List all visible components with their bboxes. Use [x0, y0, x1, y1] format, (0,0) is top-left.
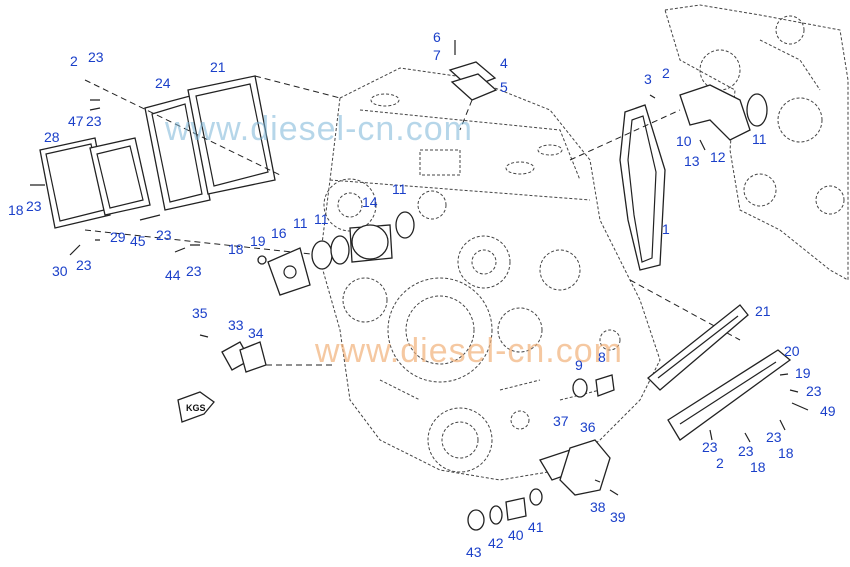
label-43: 43: [466, 544, 482, 560]
kgs-tag: KGS: [177, 391, 215, 423]
label-20: 20: [784, 343, 800, 359]
label-23: 23: [156, 227, 172, 243]
label-12: 12: [710, 149, 726, 165]
label-41: 41: [528, 519, 544, 535]
label-33: 33: [228, 317, 244, 333]
label-2: 2: [662, 65, 670, 81]
label-18: 18: [228, 241, 244, 257]
label-8: 8: [598, 349, 606, 365]
label-49: 49: [820, 403, 836, 419]
label-28: 28: [44, 129, 60, 145]
label-6: 6: [433, 29, 441, 45]
label-13: 13: [684, 153, 700, 169]
flange-16: [257, 247, 311, 296]
gasket-29: [89, 137, 151, 216]
label-23: 23: [702, 439, 718, 455]
fittings-40-43: [467, 488, 543, 531]
label-30: 30: [52, 263, 68, 279]
label-11: 11: [392, 181, 407, 197]
engine-side-section: [664, 4, 849, 281]
thermostat-housing-36: [539, 439, 619, 496]
label-21: 21: [755, 303, 771, 319]
label-38: 38: [590, 499, 606, 515]
cover-plate-24: [144, 95, 211, 211]
label-23: 23: [186, 263, 202, 279]
cover-33-34: [199, 334, 335, 373]
label-11: 11: [314, 211, 329, 227]
label-9: 9: [575, 357, 583, 373]
label-23: 23: [766, 429, 782, 445]
elbow-housing-10: [569, 84, 768, 161]
label-23: 23: [86, 113, 102, 129]
label-7: 7: [433, 47, 441, 63]
gasket-21-right: [647, 304, 749, 391]
plug-8-9: [572, 374, 615, 398]
label-2: 2: [70, 53, 78, 69]
kgs-tag-text: KGS: [186, 403, 206, 413]
label-45: 45: [130, 233, 146, 249]
label-3: 3: [644, 71, 652, 87]
top-cover-4-5: [448, 40, 498, 131]
label-42: 42: [488, 535, 504, 551]
label-23: 23: [26, 198, 42, 214]
label-19: 19: [795, 365, 811, 381]
label-18: 18: [750, 459, 766, 475]
label-35: 35: [192, 305, 208, 321]
gear-housing: [319, 67, 661, 481]
label-11: 11: [752, 131, 767, 147]
label-47: 47: [68, 113, 84, 129]
label-23: 23: [88, 49, 104, 65]
label-23: 23: [76, 257, 92, 273]
watermark-top: www.diesel-cn.com: [164, 110, 473, 148]
label-18: 18: [778, 445, 794, 461]
label-16: 16: [271, 225, 287, 241]
gasket-21-left: [187, 75, 276, 195]
label-23: 23: [806, 383, 822, 399]
label-23: 23: [738, 443, 754, 459]
label-44: 44: [165, 267, 181, 283]
label-39: 39: [610, 509, 626, 525]
seal-ring-11-set: [311, 211, 415, 270]
label-10: 10: [676, 133, 692, 149]
cover-plate-20: [667, 349, 809, 443]
label-36: 36: [580, 419, 596, 435]
label-14: 14: [362, 194, 378, 210]
label-18: 18: [8, 202, 24, 218]
label-11: 11: [293, 215, 308, 231]
label-37: 37: [553, 413, 569, 429]
part-labels: 2 23 47 23 24 21 28 18 23 29 45 23 30 23…: [8, 29, 836, 560]
label-4: 4: [500, 55, 508, 71]
watermark-mid: www.diesel-cn.com: [314, 332, 623, 370]
label-19: 19: [250, 233, 266, 249]
label-2: 2: [716, 455, 724, 471]
label-24: 24: [155, 75, 171, 91]
left-leader-lines: [30, 75, 341, 256]
label-1: 1: [662, 221, 670, 237]
label-5: 5: [500, 79, 508, 95]
label-21: 21: [210, 59, 226, 75]
label-34: 34: [248, 325, 264, 341]
label-29: 29: [110, 229, 126, 245]
label-40: 40: [508, 527, 524, 543]
